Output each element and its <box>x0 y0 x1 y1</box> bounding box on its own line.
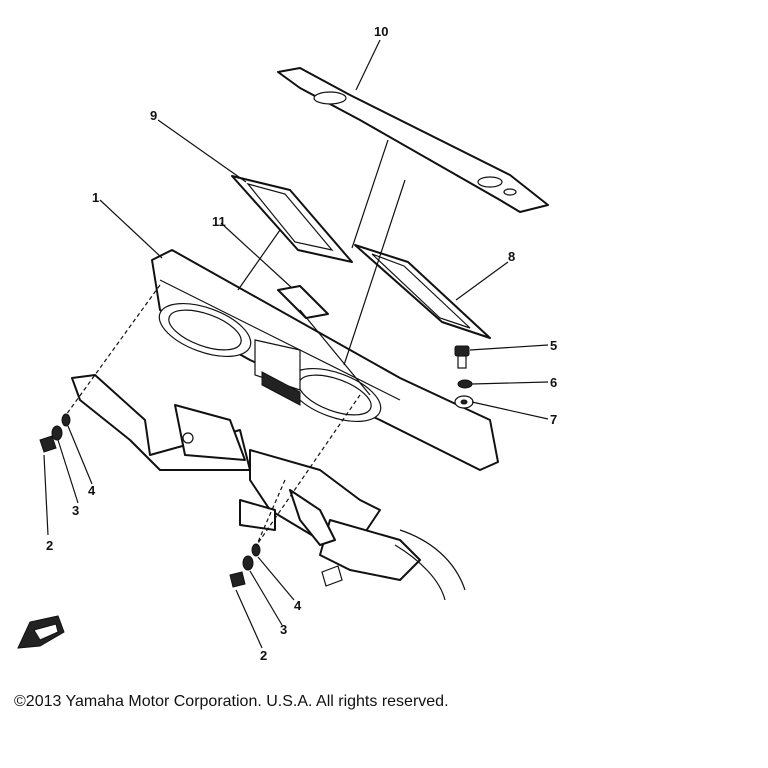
part-1-housing <box>151 249 499 471</box>
callout-8: 8 <box>508 249 515 264</box>
callout-9: 9 <box>150 108 157 123</box>
callout-2-center: 2 <box>260 648 267 663</box>
part-11-gasket <box>277 285 329 319</box>
exploded-parts-diagram: 10 9 1 11 8 5 6 7 4 3 2 4 3 2 <box>17 24 557 663</box>
callout-3-left: 3 <box>72 503 79 518</box>
fasteners-center <box>229 543 261 588</box>
fwd-direction-logo <box>17 615 65 649</box>
frame-bracket <box>71 374 466 601</box>
callout-4-left: 4 <box>88 483 96 498</box>
copyright-notice: ©2013 Yamaha Motor Corporation. U.S.A. A… <box>14 693 449 710</box>
callout-2-left: 2 <box>46 538 53 553</box>
part-8-gasket <box>354 244 491 339</box>
callout-5: 5 <box>550 338 557 353</box>
callout-3-center: 3 <box>280 622 287 637</box>
part-9-gasket <box>231 175 353 263</box>
callout-6: 6 <box>550 375 557 390</box>
callout-10: 10 <box>374 24 388 39</box>
callout-7: 7 <box>550 412 557 427</box>
part-10-plate <box>277 67 549 213</box>
callout-1: 1 <box>92 190 99 205</box>
fasteners-right <box>454 345 474 409</box>
leader-lines <box>43 39 549 649</box>
fasteners-left <box>39 413 71 453</box>
callout-4-center: 4 <box>294 598 302 613</box>
callout-11: 11 <box>212 214 226 229</box>
